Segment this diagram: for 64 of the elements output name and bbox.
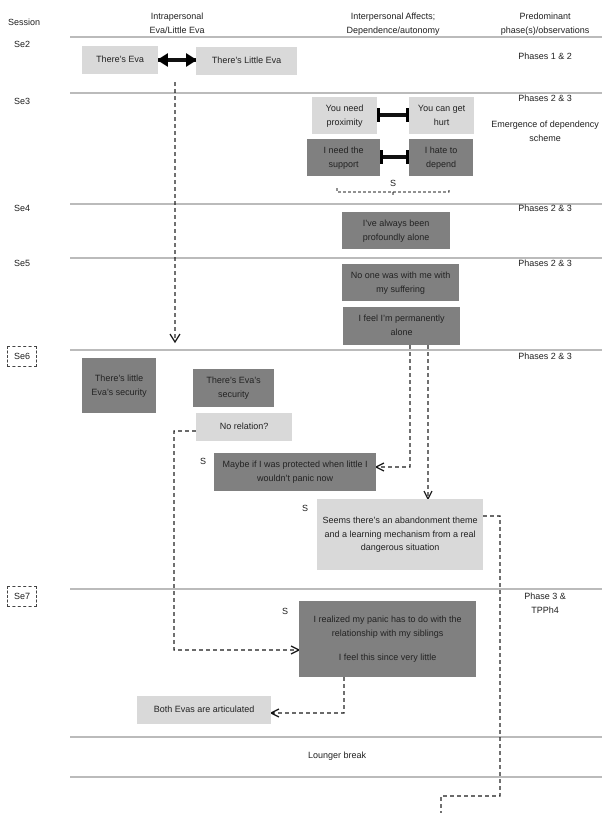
statement-box: [299, 601, 476, 677]
statement-text: There’s Eva: [96, 53, 144, 66]
statement-text: I need the support: [322, 144, 365, 171]
session-label: Session: [8, 16, 42, 29]
label-text: Phases 1 & 2: [517, 50, 573, 63]
statement-box: [82, 358, 156, 413]
statement-box: [409, 139, 473, 176]
statement-box: [137, 696, 271, 724]
statement-box: [214, 453, 376, 491]
session-label: Se6: [14, 350, 30, 363]
statement-text: You need proximity: [324, 102, 364, 129]
statement-text: There’s little Eva’s security: [90, 372, 148, 399]
session-label: Se7: [14, 590, 30, 603]
statement-box: [193, 369, 274, 407]
label-text: Phases 2 & 3: [517, 202, 573, 215]
label-text: Intrapersonal Eva/Little Eva: [148, 10, 206, 36]
session-box: [7, 346, 37, 367]
label-text: Predominant phase(s)/observations: [500, 10, 590, 37]
bar-connector: [379, 150, 410, 164]
statement-box: [317, 499, 483, 570]
statement-text: There’s Little Eva: [212, 54, 282, 68]
statement-text: Both Evas are articulated: [154, 703, 254, 716]
statement-text: I realized my panic has to do with the relationship with my siblings: [312, 613, 463, 640]
label-text: S: [280, 605, 289, 618]
label-text: S: [388, 177, 397, 190]
session-label: Se5: [14, 257, 32, 270]
statement-box: [196, 413, 292, 441]
label-text: S: [198, 455, 207, 468]
arrow: [173, 430, 300, 655]
label-text: Phases 2 & 3: [517, 350, 573, 363]
session-label: Se4: [14, 202, 32, 215]
session-label: Se2: [14, 38, 32, 51]
statement-box: [82, 46, 158, 74]
label-text: Phases 2 & 3: [517, 92, 573, 105]
statement-box: [307, 139, 380, 176]
statement-box: [196, 47, 297, 75]
bar-connector: [376, 108, 410, 122]
statement-box: [312, 97, 377, 134]
statement-text: I hate to depend: [424, 144, 458, 171]
label-text: Interpersonal Affects; Dependence/autonomy: [345, 10, 441, 37]
statement-text: No one was with me with my suffering: [350, 268, 452, 296]
statement-text: Seems there’s an abandonment theme and a learning mechanism from a real dangerous situation: [322, 514, 478, 554]
label-text: S: [300, 502, 309, 515]
statement-text: There’s Eva’s security: [205, 374, 262, 401]
statement-text: No relation?: [220, 420, 268, 434]
arrow: [423, 345, 433, 500]
arrow: [375, 345, 411, 472]
session-box: [7, 586, 37, 607]
statement-text: I feel I’m permanently alone: [357, 312, 446, 339]
statement-text: You can get hurt: [416, 102, 466, 128]
statement-box: [342, 264, 459, 301]
statement-box: [343, 307, 460, 345]
statement-text: Maybe if I was protected when little I wouldn’t panic now: [221, 458, 369, 485]
statement-box: [409, 97, 474, 134]
statement-box: [342, 212, 450, 249]
statement-text: I feel this since very little: [338, 650, 436, 664]
statement-text: I’ve always been profoundly alone: [362, 216, 430, 244]
arrow: [270, 677, 345, 718]
label-text: Emergence of dependency scheme: [490, 118, 600, 144]
label-text: Lounger break: [306, 749, 368, 762]
label-text: Phase 3 & TPPh4: [523, 590, 567, 616]
label-text: Phases 2 & 3: [517, 257, 573, 270]
arrow: [157, 53, 197, 67]
session-label: Se3: [14, 95, 32, 108]
